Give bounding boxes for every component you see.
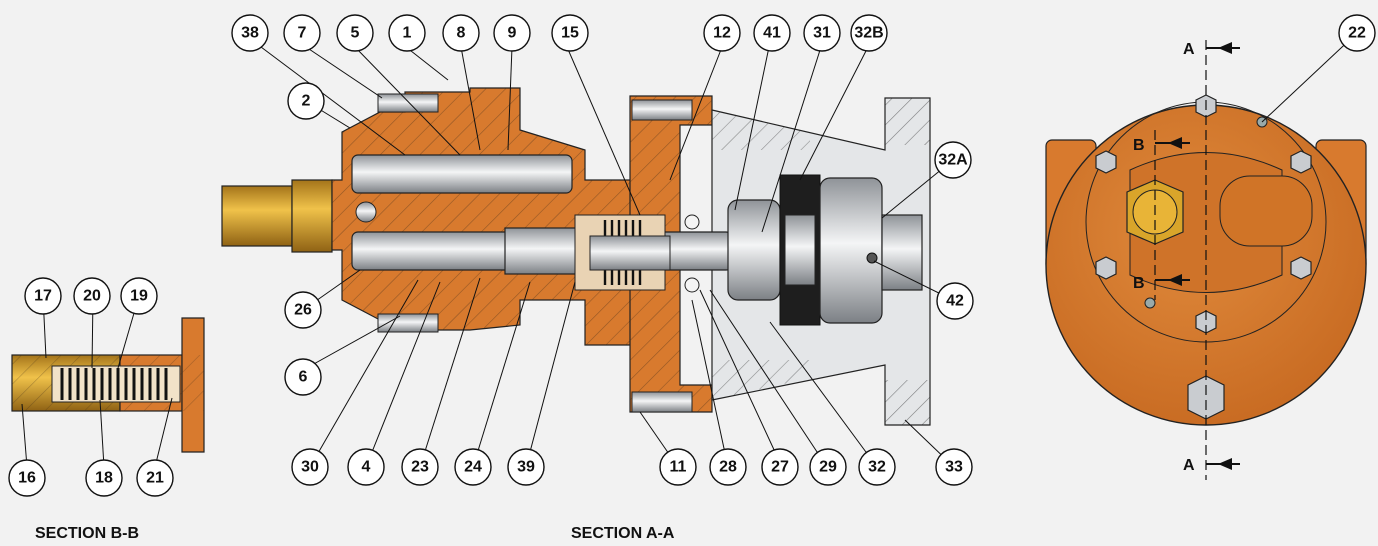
cover-port — [1219, 175, 1313, 247]
callout-label: 20 — [83, 288, 101, 305]
callout-label: 7 — [298, 25, 307, 42]
callout-label: 21 — [146, 470, 164, 487]
callout-label: 8 — [457, 25, 466, 42]
callout-label: 32B — [854, 25, 883, 42]
callout-23: 23 — [401, 448, 439, 486]
callout-32b: 32B — [850, 14, 888, 52]
coupling-hub-right — [819, 177, 883, 324]
callout-label: 31 — [813, 25, 831, 42]
callout-label: 29 — [819, 459, 837, 476]
callout-label: 16 — [18, 470, 36, 487]
callout-18: 18 — [85, 459, 123, 497]
callout-label: 39 — [517, 459, 535, 476]
bearing-ball-top — [684, 214, 700, 230]
callout-label: 19 — [130, 288, 148, 305]
cut-label-b-top: B — [1133, 137, 1145, 154]
callout-33: 33 — [935, 448, 973, 486]
callout-label: 32 — [868, 459, 886, 476]
callout-31: 31 — [803, 14, 841, 52]
bolt-top-left — [377, 93, 439, 113]
cut-label-a-top: A — [1183, 41, 1195, 58]
callout-label: 5 — [351, 25, 360, 42]
cut-label-b-bottom: B — [1133, 275, 1145, 292]
callout-30: 30 — [291, 448, 329, 486]
callout-label: 11 — [670, 459, 687, 476]
callout-label: 12 — [713, 25, 731, 42]
callout-label: 42 — [946, 293, 964, 310]
callout-32a: 32A — [934, 141, 972, 179]
callout-label: 26 — [294, 302, 312, 319]
callout-39: 39 — [507, 448, 545, 486]
section-bb-view — [11, 317, 205, 453]
callout-label: 2 — [302, 93, 311, 110]
section-bb-title: SECTION B-B — [35, 525, 139, 542]
callout-4: 4 — [347, 448, 385, 486]
callout-label: 17 — [34, 288, 52, 305]
callout-label: 33 — [945, 459, 963, 476]
callout-15: 15 — [551, 14, 589, 52]
callout-label: 9 — [508, 25, 517, 42]
callout-label: 27 — [771, 459, 789, 476]
dowel-pin — [355, 201, 377, 223]
callout-label: 23 — [411, 459, 429, 476]
callout-11: 11 — [659, 448, 697, 486]
callout-21: 21 — [136, 459, 174, 497]
bolt-bottom-left — [377, 313, 439, 333]
callout-28: 28 — [709, 448, 747, 486]
callout-label: 22 — [1348, 25, 1366, 42]
callout-41: 41 — [753, 14, 791, 52]
section-aa-title: SECTION A-A — [571, 525, 675, 542]
callout-label: 6 — [299, 369, 308, 386]
callout-27: 27 — [761, 448, 799, 486]
bottom-plug — [1187, 375, 1225, 420]
set-screw — [866, 252, 878, 264]
callout-42: 42 — [936, 282, 974, 320]
callout-5: 5 — [336, 14, 374, 52]
dowel-hole-bottom — [1144, 297, 1156, 309]
bolt-bottom-flange — [631, 391, 693, 413]
spring — [60, 368, 168, 400]
callout-label: 30 — [301, 459, 319, 476]
callout-8: 8 — [442, 14, 480, 52]
bolt-top-flange — [631, 99, 693, 121]
callout-label: 32A — [938, 152, 968, 169]
callout-label: 15 — [561, 25, 579, 42]
bearing-ball-bottom — [684, 277, 700, 293]
callout-22: 22 — [1338, 14, 1376, 52]
callout-label: 24 — [464, 459, 482, 476]
section-aa-view — [221, 87, 931, 426]
callout-7: 7 — [283, 14, 321, 52]
callout-9: 9 — [493, 14, 531, 52]
callout-12: 12 — [703, 14, 741, 52]
cut-label-a-bottom: A — [1183, 457, 1195, 474]
callout-label: 4 — [362, 459, 371, 476]
coupling-hub-left — [727, 199, 781, 301]
callout-38: 38 — [231, 14, 269, 52]
callout-label: 41 — [763, 25, 781, 42]
callout-6: 6 — [284, 358, 322, 396]
callout-19: 19 — [120, 277, 158, 315]
callout-16: 16 — [8, 459, 46, 497]
callout-label: 38 — [241, 25, 259, 42]
callout-20: 20 — [73, 277, 111, 315]
callout-24: 24 — [454, 448, 492, 486]
callout-label: 28 — [719, 459, 737, 476]
end-view — [1045, 40, 1367, 480]
callout-17: 17 — [24, 277, 62, 315]
callout-label: 1 — [403, 25, 412, 42]
brass-connector — [221, 185, 293, 247]
callout-1: 1 — [388, 14, 426, 52]
callout-32: 32 — [858, 448, 896, 486]
callout-26: 26 — [284, 291, 322, 329]
callout-label: 18 — [95, 470, 113, 487]
callout-2: 2 — [287, 82, 325, 120]
callout-29: 29 — [809, 448, 847, 486]
upper-gear-shaft — [351, 154, 573, 194]
